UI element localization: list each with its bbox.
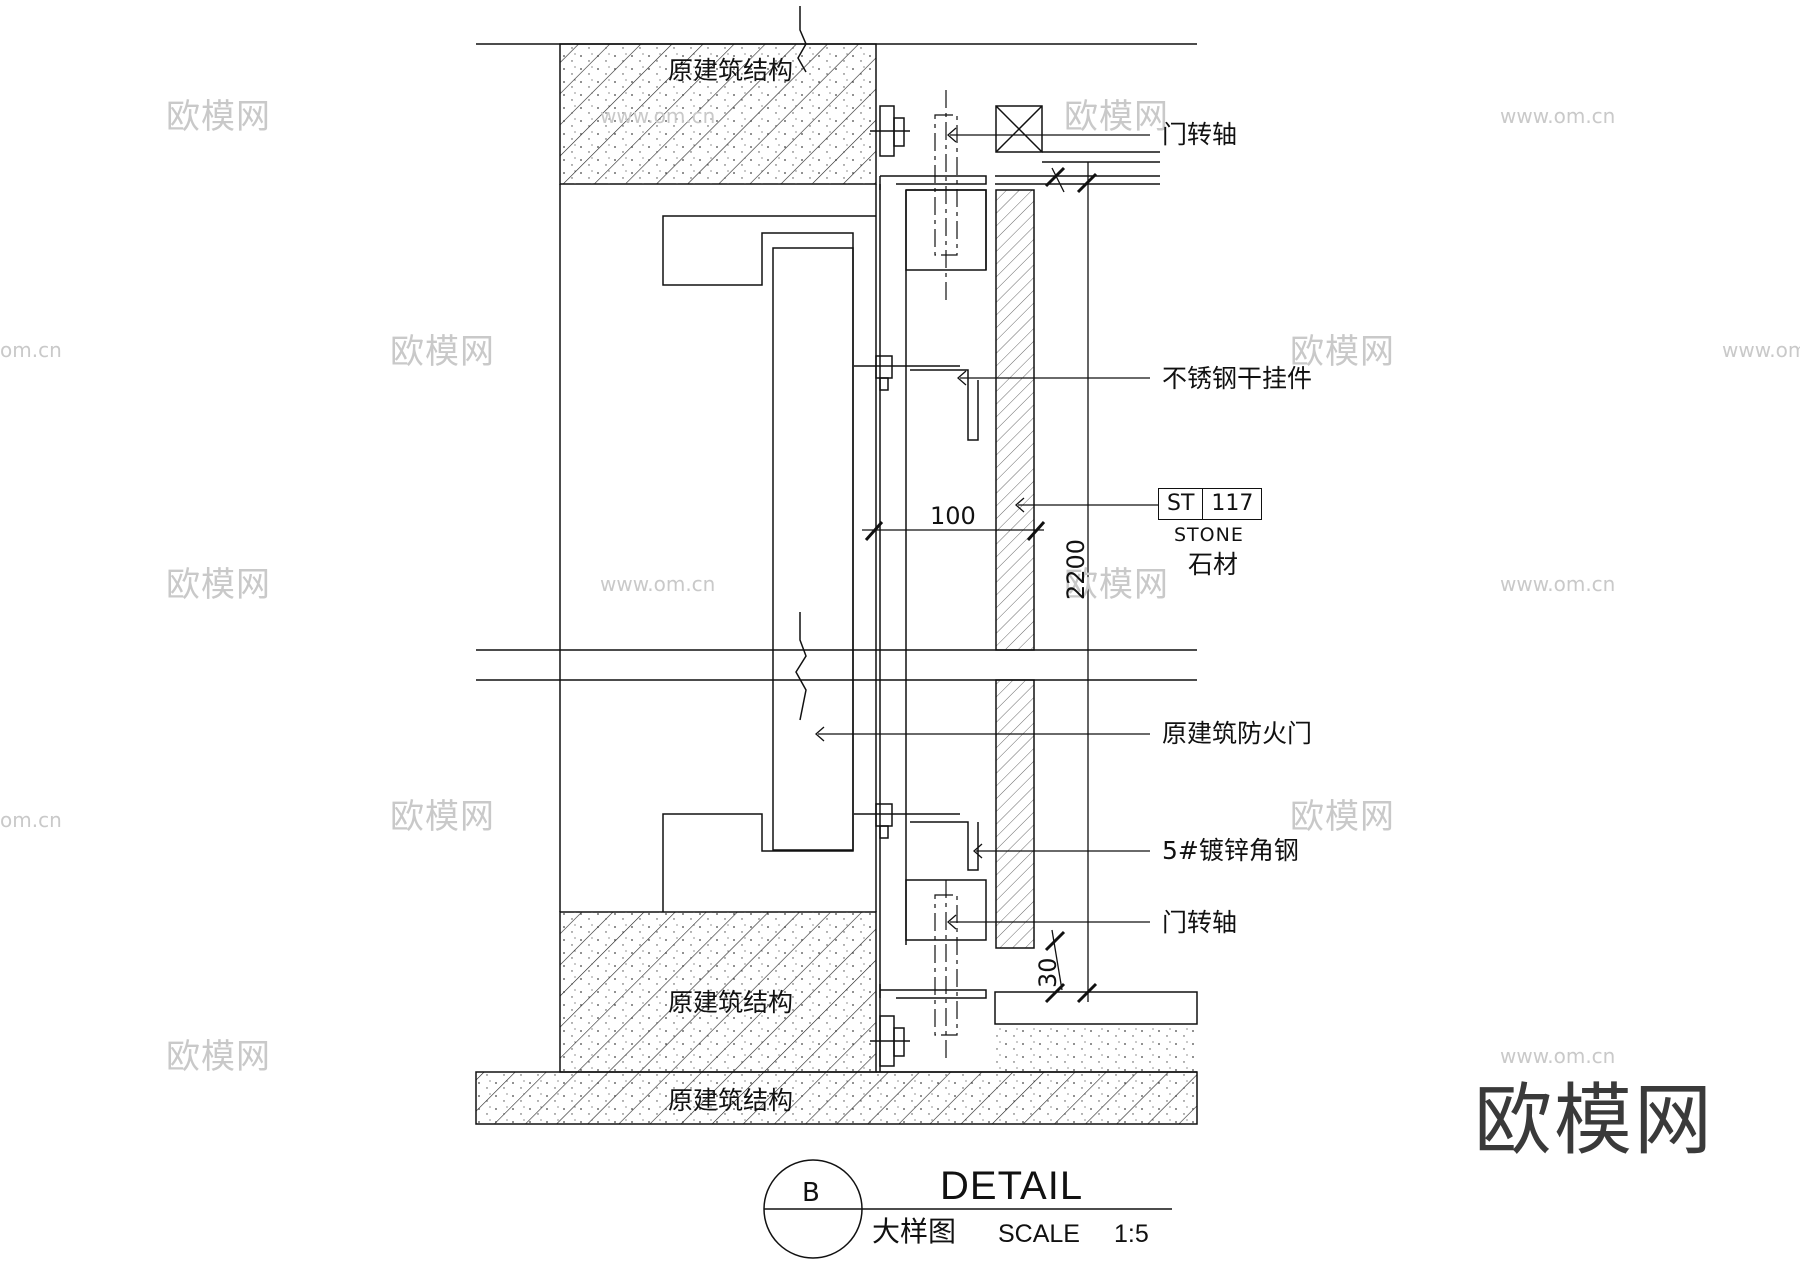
pivot-centerlines — [934, 90, 958, 1060]
watermark-url: www.om.cn — [1500, 104, 1616, 128]
brand-logo: 欧模网 — [1474, 1076, 1715, 1166]
scale-label: SCALE — [998, 1220, 1080, 1248]
watermark-url: www.om.cn — [1722, 338, 1800, 362]
label-stainless-hanger: 不锈钢干挂件 — [1162, 364, 1313, 393]
anchor-bolts — [854, 105, 960, 1067]
label-door-pivot-bottom: 门转轴 — [1162, 908, 1238, 937]
pivot-box — [995, 105, 1160, 163]
watermark-text: 欧模网 — [390, 797, 495, 837]
dimension-gap: 30 — [1034, 957, 1062, 988]
material-tag: ST 117 — [1158, 488, 1263, 520]
scale-value: 1:5 — [1114, 1220, 1149, 1248]
label-structure-base: 原建筑结构 — [668, 1086, 794, 1115]
steel-subframe — [879, 175, 987, 1072]
watermark-url: www.om.cn — [600, 104, 716, 128]
material-code: ST — [1159, 489, 1204, 519]
detail-title: DETAIL — [940, 1164, 1084, 1208]
label-structure-bottom: 原建筑结构 — [668, 988, 794, 1017]
watermark-url: om.cn — [0, 808, 62, 832]
watermark-url: om.cn — [0, 338, 62, 362]
dimension-height: 2200 — [1062, 538, 1090, 600]
top-structure — [476, 6, 1197, 185]
detail-subtitle: 大样图 — [872, 1215, 957, 1248]
mid-break — [476, 612, 1197, 721]
watermark-text: 欧模网 — [166, 1037, 271, 1077]
title-block — [763, 1159, 1172, 1259]
watermark-text: 欧模网 — [1064, 565, 1169, 605]
watermark-url: www.om.cn — [1500, 572, 1616, 596]
dimension-lines — [862, 162, 1098, 1004]
label-angle-steel: 5#镀锌角钢 — [1162, 836, 1299, 865]
watermark-text: 欧模网 — [1290, 332, 1395, 372]
leader-lines — [815, 127, 1158, 930]
watermark-text: 欧模网 — [390, 332, 495, 372]
watermark-text: 欧模网 — [166, 97, 271, 137]
label-door-pivot-top: 门转轴 — [1162, 120, 1238, 149]
label-fire-door: 原建筑防火门 — [1162, 719, 1313, 748]
watermark-url: www.om.cn — [1500, 1044, 1616, 1068]
watermark-text: 欧模网 — [1290, 797, 1395, 837]
stone-panel — [995, 175, 1160, 949]
bottom-structure — [475, 911, 1198, 1125]
watermark-text: 欧模网 — [166, 565, 271, 605]
material-name: STONE — [1174, 524, 1244, 546]
watermark-text: 欧模网 — [1064, 97, 1169, 137]
frame-outline — [559, 184, 877, 912]
label-structure-top: 原建筑结构 — [668, 56, 794, 85]
label-stone: 石材 — [1188, 550, 1239, 579]
dimension-depth: 100 — [930, 502, 976, 530]
watermark-url: www.om.cn — [600, 572, 716, 596]
material-number: 117 — [1211, 491, 1254, 516]
detail-marker: B — [802, 1178, 820, 1208]
